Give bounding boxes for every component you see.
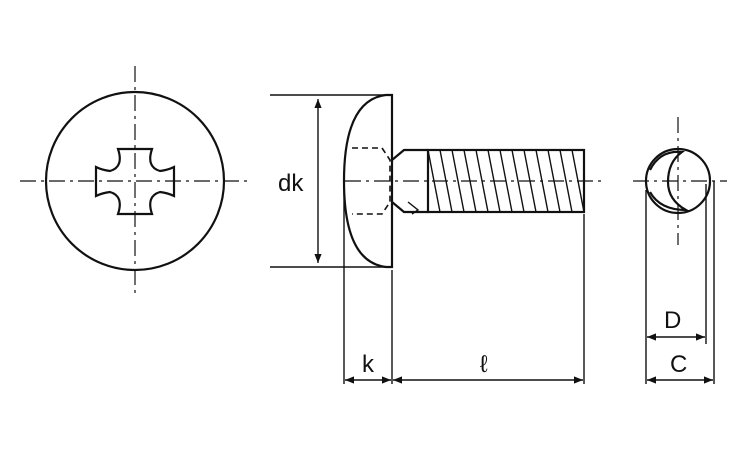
thread-start (407, 201, 420, 215)
d-label: D (664, 307, 681, 334)
shank (391, 148, 428, 214)
thread-end-groove (649, 150, 691, 212)
dk-dimension: dk (270, 94, 386, 268)
screw-side-view (342, 93, 605, 269)
l-label: ℓ (480, 351, 488, 378)
c-label: C (670, 351, 687, 378)
thread-end-view (633, 117, 727, 245)
k-label: k (362, 351, 375, 378)
phillips-recess (94, 147, 176, 216)
head-top-view (20, 66, 252, 298)
d-c-dimensions: D C (645, 181, 715, 384)
dk-label: dk (278, 170, 304, 197)
k-l-dimensions: k ℓ (343, 185, 585, 384)
